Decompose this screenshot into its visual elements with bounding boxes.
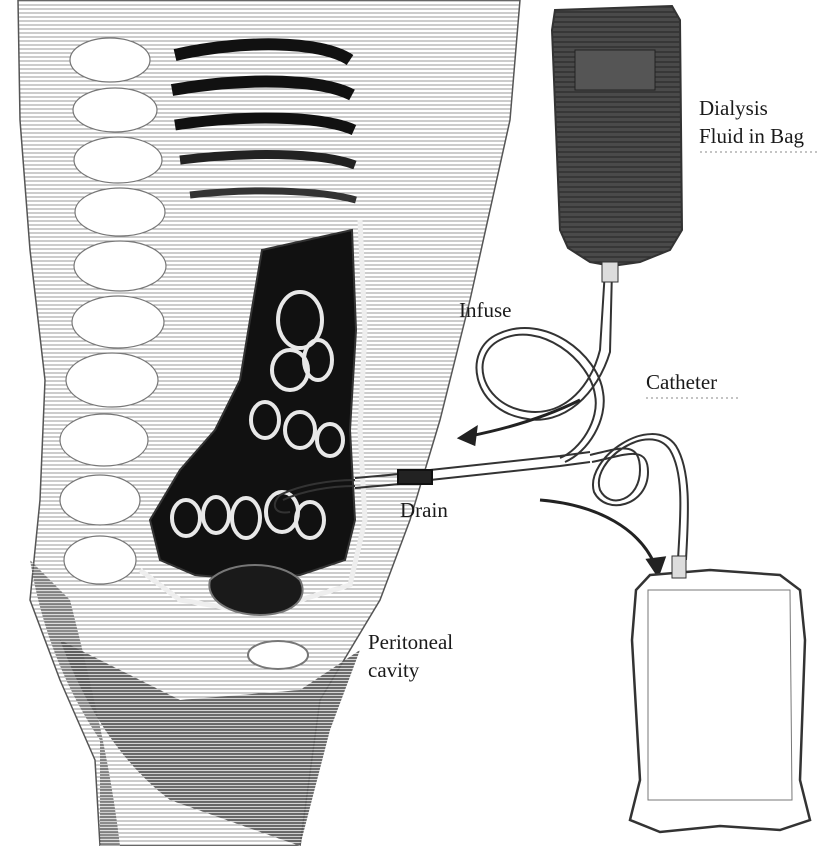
peritoneal-cavity-label-line1: Peritoneal	[368, 629, 453, 656]
dialysis-fluid-label-line1: Dialysis	[699, 95, 768, 122]
infuse-label: Infuse	[459, 297, 511, 324]
peritoneal-cavity-label-line2: cavity	[368, 657, 419, 684]
drain-bag	[630, 556, 810, 832]
bag-top-label	[575, 50, 655, 90]
pelvic-bone	[248, 641, 308, 669]
catheter-label: Catheter	[646, 369, 717, 396]
bag-top-port	[602, 262, 618, 282]
infuse-arrowhead	[460, 428, 476, 444]
flow-arrows	[460, 400, 664, 575]
dialysis-fluid-label-line2: Fluid in Bag	[699, 123, 804, 150]
drain-arrow	[540, 500, 655, 565]
bag-bottom-port	[672, 556, 686, 578]
bag-bottom-body	[630, 570, 810, 832]
drain-label: Drain	[400, 497, 448, 524]
bag-top-body	[552, 6, 682, 266]
body-illustration	[18, 0, 520, 846]
dialysis-fluid-bag	[552, 6, 682, 282]
catheter-connector	[398, 470, 432, 484]
drain-arrowhead	[648, 558, 664, 575]
